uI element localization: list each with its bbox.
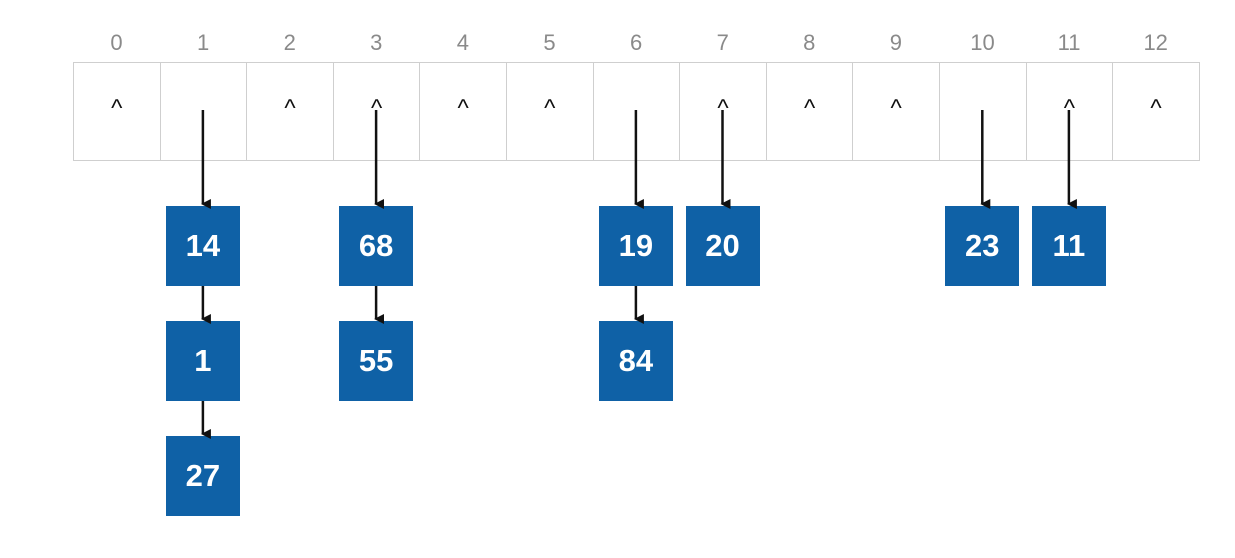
slot-index-label: 8 (803, 30, 816, 55)
chain-node: 55 (339, 321, 414, 401)
null-pointer-marker: ^ (1150, 95, 1162, 122)
null-pointer-marker: ^ (111, 95, 123, 122)
bucket-slot: ^ (73, 62, 161, 161)
bucket-slot: ^ (765, 62, 854, 161)
bucket-slot: ^ (1112, 62, 1200, 161)
bucket-slot: ^ (852, 62, 940, 161)
null-pointer-marker: ^ (544, 95, 556, 122)
bucket-slot: ^ (1025, 62, 1114, 161)
null-pointer-marker: ^ (890, 95, 902, 122)
slot-index-label: 0 (110, 30, 123, 55)
slot-index-label: 12 (1143, 30, 1168, 55)
chain-node: 20 (685, 206, 760, 286)
chain-node: 11 (1031, 206, 1106, 286)
null-pointer-marker: ^ (803, 95, 816, 122)
null-pointer-marker: ^ (370, 95, 383, 122)
chain-node: 14 (165, 206, 240, 286)
null-pointer-marker: ^ (1063, 95, 1076, 122)
null-pointer-marker: ^ (284, 95, 296, 122)
null-pointer-marker: ^ (457, 95, 469, 122)
bucket-slot: ^ (679, 62, 767, 161)
bucket-slot (939, 62, 1027, 161)
slot-index-label: 4 (456, 30, 470, 55)
slot-index-label: 10 (970, 30, 995, 55)
slot-index-label: 9 (889, 30, 903, 55)
null-pointer-marker: ^ (717, 95, 729, 122)
slot-index-label: 7 (716, 30, 729, 55)
slot-index-label: 6 (629, 30, 643, 55)
chain-node: 23 (945, 206, 1020, 286)
bucket-slot: ^ (419, 62, 507, 161)
bucket-slot: ^ (332, 62, 421, 161)
slot-index-label: 11 (1057, 30, 1081, 55)
slot-index-label: 1 (196, 30, 210, 55)
bucket-slot: ^ (246, 62, 334, 161)
chain-node: 27 (165, 436, 240, 516)
slot-index-label: 5 (543, 30, 556, 55)
slot-index-label: 2 (283, 30, 296, 55)
bucket-slot: ^ (506, 62, 594, 161)
slot-index-label: 3 (370, 30, 383, 55)
chain-node: 68 (339, 206, 414, 286)
bucket-slot (159, 62, 248, 161)
chain-node: 84 (598, 321, 673, 401)
chain-node: 19 (598, 206, 673, 286)
bucket-slot (592, 62, 681, 161)
chain-node: 1 (165, 321, 240, 401)
